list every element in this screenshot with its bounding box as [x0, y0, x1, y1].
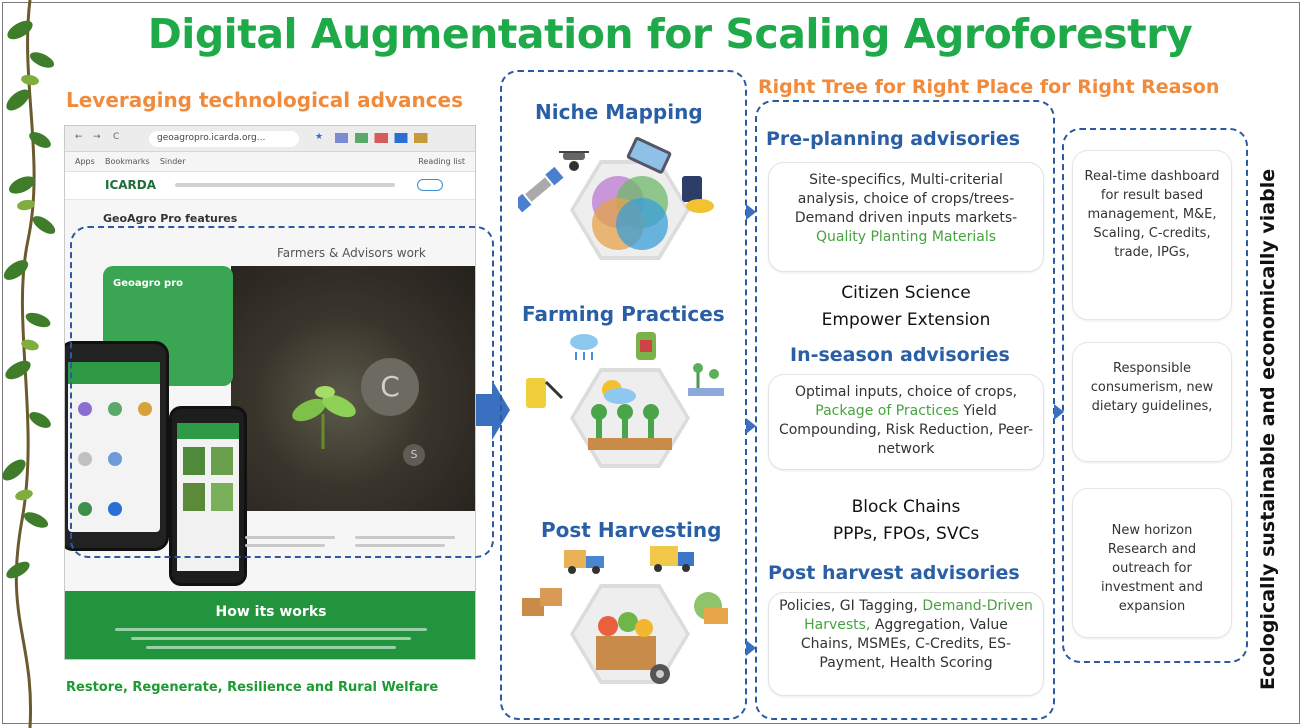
- post-harvest-text-1: Policies, GI Tagging,: [779, 598, 918, 614]
- plant-photo: [231, 266, 475, 511]
- post-harvesting-title: Post Harvesting: [541, 518, 722, 542]
- phone-mockup-1: [65, 341, 169, 551]
- empower-extension-line: Empower Extension: [821, 310, 991, 330]
- bookmarks-label: Bookmarks: [104, 157, 150, 166]
- outcome-box-1: Real-time dashboard for result based man…: [1072, 150, 1232, 320]
- in-season-box: Optimal inputs, choice of crops, Package…: [768, 374, 1044, 470]
- vertical-label: Ecologically sustainable and economicall…: [1257, 168, 1279, 690]
- url-bar: geoagropro.icarda.org...: [149, 131, 299, 147]
- features-heading: GeoAgro Pro features: [103, 212, 238, 225]
- nav-links: [175, 183, 395, 187]
- arrow-farming-icon: [746, 418, 756, 434]
- vine-decoration: [2, 0, 56, 728]
- arrow-right-icon: [1054, 404, 1064, 420]
- arrow-niche-icon: [746, 204, 756, 220]
- reload-icon: C: [113, 132, 120, 142]
- pre-planning-highlight: Quality Planting Materials: [815, 229, 997, 245]
- in-season-title: In-season advisories: [790, 344, 1010, 366]
- back-icon: ←: [75, 132, 83, 142]
- block-chains-text: Block Chains PPPs, FPOs, SVCs: [768, 494, 1044, 548]
- site-nav: ICARDA: [65, 172, 475, 200]
- reading-list-label: Reading list: [418, 157, 465, 166]
- niche-mapping-graphic: [518, 136, 714, 260]
- in-season-text-1: Optimal inputs, choice of crops,: [794, 384, 1018, 400]
- plant-icon: [292, 386, 356, 449]
- pre-planning-text: Site-specifics, Multi-criterial analysis…: [794, 172, 1018, 226]
- post-harvest-text-2: Aggregation, Value Chains, MSMEs, C-Cred…: [800, 617, 1012, 671]
- app-screenshot: ← → C geoagropro.icarda.org... ★ Apps Bo…: [64, 125, 476, 660]
- footer-tagline: Restore, Regenerate, Resilience and Rura…: [66, 680, 439, 695]
- post-harvest-highlight: Demand-Driven Harvests,: [804, 598, 1033, 633]
- post-harvest-box: Policies, GI Tagging, Demand-Driven Harv…: [768, 592, 1044, 696]
- sinder-label: Sinder: [159, 157, 186, 166]
- farming-practices-graphic: [526, 332, 724, 468]
- sulfur-badge: S: [403, 444, 425, 466]
- bookmarks-bar: Apps Bookmarks Sinder Reading list: [65, 152, 475, 172]
- nav-button: [417, 179, 443, 191]
- how-it-works-text: [115, 628, 427, 655]
- citizen-science-line: Citizen Science: [841, 283, 971, 303]
- outcomes-column: [1062, 128, 1248, 663]
- big-arrow-icon: [476, 380, 510, 440]
- post-harvesting-graphic: [522, 546, 728, 684]
- carbon-badge: C: [361, 358, 419, 416]
- screenshot-dashed-frame: [70, 226, 494, 558]
- pre-planning-title: Pre-planning advisories: [766, 128, 1021, 150]
- citizen-science-text: Citizen Science Empower Extension: [768, 280, 1044, 334]
- farming-practices-title: Farming Practices: [522, 302, 725, 326]
- ppps-line: PPPs, FPOs, SVCs: [832, 524, 980, 544]
- pre-planning-box: Site-specifics, Multi-criterial analysis…: [768, 162, 1044, 272]
- in-season-highlight: Package of Practices: [815, 403, 959, 419]
- star-icon: ★: [315, 132, 324, 142]
- arrow-post-icon: [746, 640, 756, 656]
- in-season-text-2: Yield Compounding, Risk Reduction, Peer-…: [778, 403, 1034, 457]
- section-heading: Farmers & Advisors work: [277, 246, 426, 260]
- apps-label: Apps: [75, 157, 95, 166]
- outcome-box-2: Responsible consumerism, new dietary gui…: [1072, 342, 1232, 462]
- page-title: Digital Augmentation for Scaling Agrofor…: [147, 10, 1193, 58]
- app-name: Geoagro pro: [113, 278, 184, 289]
- browser-bar: ← → C geoagropro.icarda.org... ★: [65, 126, 475, 152]
- niche-mapping-title: Niche Mapping: [535, 100, 703, 124]
- how-it-works-title: How its works: [215, 604, 327, 620]
- icarda-logo: ICARDA: [105, 178, 157, 192]
- practices-column: [500, 70, 747, 720]
- subtitle-right: Right Tree for Right Place for Right Rea…: [758, 76, 1220, 98]
- forward-icon: →: [93, 132, 101, 142]
- outcome-box-3: New horizon Research and outreach for in…: [1072, 488, 1232, 638]
- post-harvest-title: Post harvest advisories: [768, 562, 1020, 584]
- extension-icons: [335, 133, 445, 143]
- block-chains-line: Block Chains: [851, 497, 961, 517]
- subtitle-left: Leveraging technological advances: [66, 88, 464, 112]
